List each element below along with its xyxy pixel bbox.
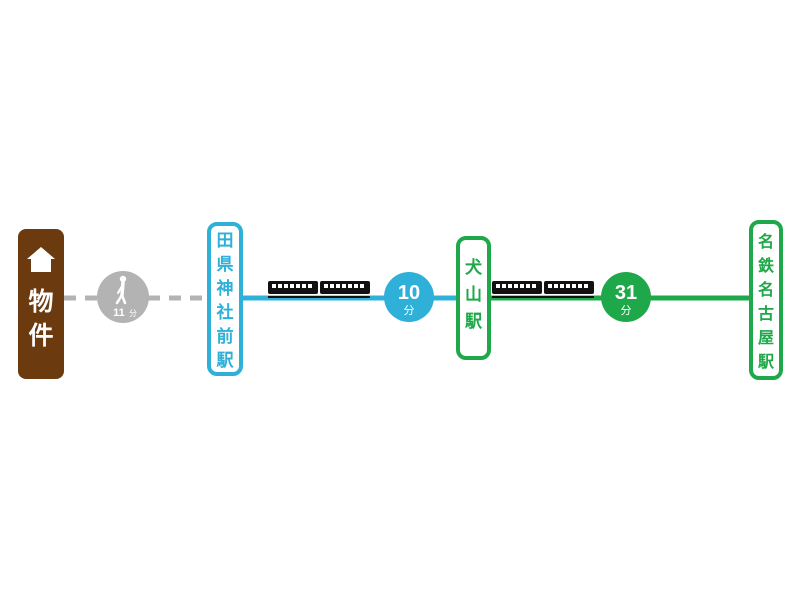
segment-2-badge xyxy=(601,272,651,322)
segment-1-unit: 分 xyxy=(404,304,415,317)
segment-2-minutes: 31 xyxy=(615,282,637,304)
segment-2-unit: 分 xyxy=(621,304,632,317)
station-char: 神 xyxy=(216,279,234,299)
house-icon xyxy=(27,247,55,272)
station-char: 山 xyxy=(465,285,482,305)
station-char: 鉄 xyxy=(757,256,774,275)
station-char: 古 xyxy=(757,304,774,323)
property-label-char: 物 xyxy=(28,287,54,316)
walk-minutes: 11 xyxy=(113,307,125,319)
property-label: 物 件 xyxy=(18,289,64,348)
station-char: 名 xyxy=(757,232,774,251)
station-char: 名 xyxy=(757,280,774,299)
walk-unit: 分 xyxy=(129,309,137,318)
train-icon xyxy=(492,281,594,298)
walking-person-icon xyxy=(115,275,127,305)
station-char: 県 xyxy=(216,255,234,275)
property-label-char: 件 xyxy=(28,321,54,350)
station-char: 駅 xyxy=(757,352,774,371)
station-meitetsu-nagoya: 名 鉄 名 古 屋 駅 xyxy=(749,220,783,380)
segment-1-minutes: 10 xyxy=(398,282,420,304)
station-char: 社 xyxy=(216,303,234,323)
station-char: 駅 xyxy=(465,312,482,332)
station-char: 前 xyxy=(216,327,234,347)
station-char: 駅 xyxy=(216,351,234,371)
train-icon xyxy=(268,281,370,298)
station-char: 犬 xyxy=(465,258,482,278)
station-char: 田 xyxy=(216,231,234,251)
station-tagata-jinja-mae: 田 県 神 社 前 駅 xyxy=(207,222,243,376)
station-char: 屋 xyxy=(757,328,774,347)
station-inuyama: 犬 山 駅 xyxy=(456,236,491,360)
segment-1-badge xyxy=(384,272,434,322)
property-box: 物 件 xyxy=(18,229,64,379)
